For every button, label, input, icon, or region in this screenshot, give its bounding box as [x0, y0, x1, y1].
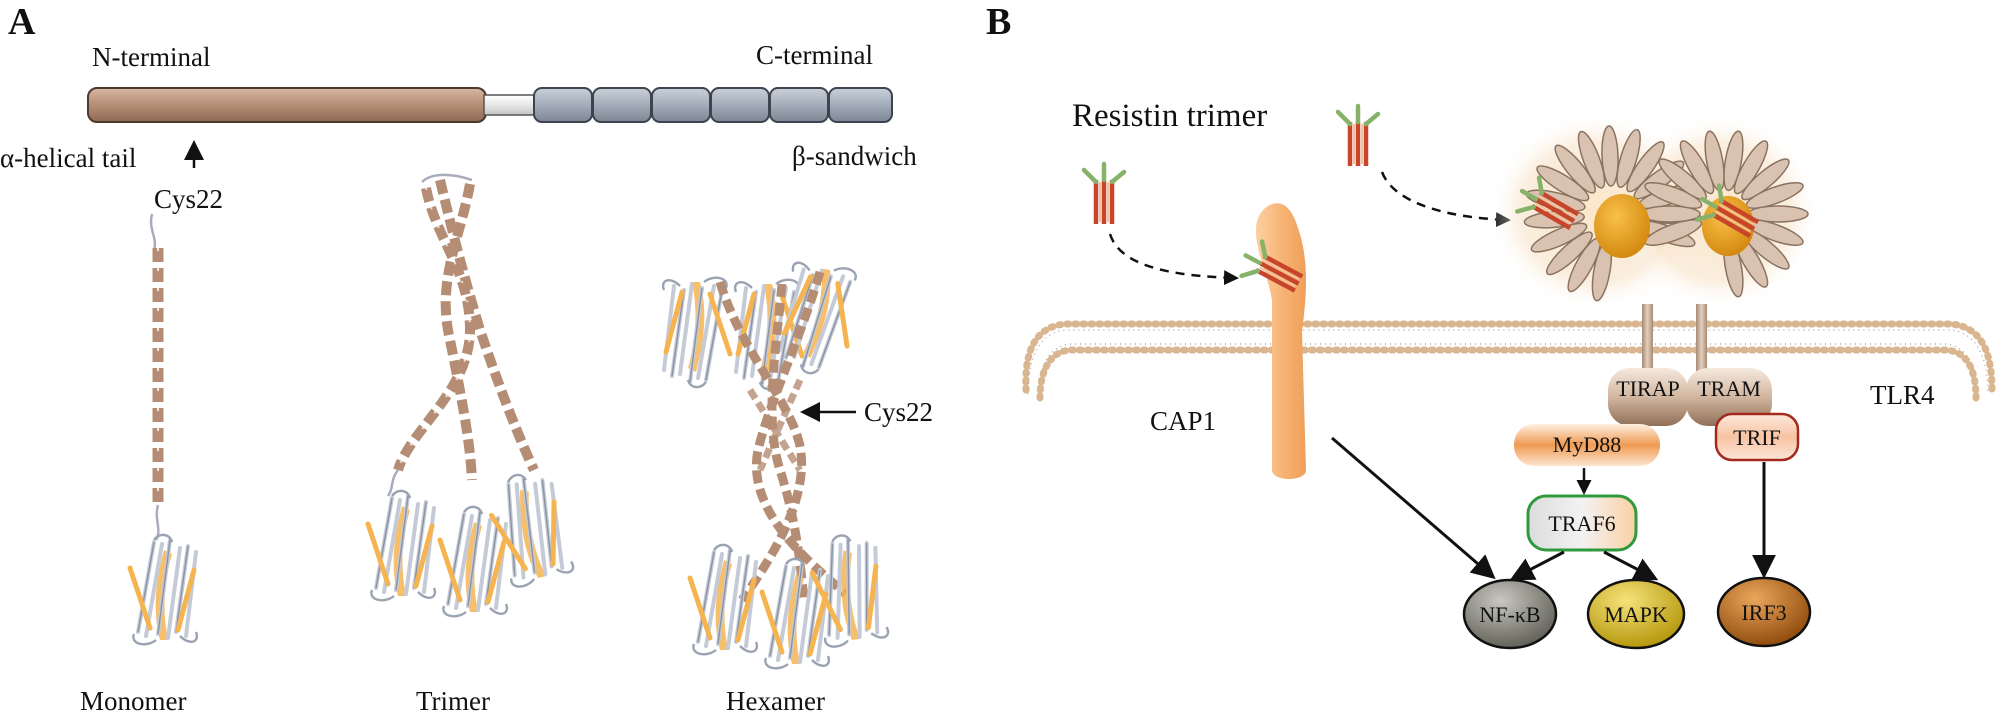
cell-membrane — [1022, 320, 1996, 402]
tlr4-transmembrane-left — [1642, 304, 1653, 400]
resistin-trimer-label: Resistin trimer — [1072, 98, 1267, 134]
panel-a: A N-terminal C-terminal α-helical tail β… — [0, 1, 933, 716]
hexamer-label: Hexamer — [726, 686, 825, 716]
myd88-label: MyD88 — [1553, 432, 1621, 457]
c-terminal-label: C-terminal — [756, 40, 873, 70]
linker-region — [483, 94, 537, 116]
traf6-to-nfkb-arrow — [1509, 550, 1565, 581]
lrr-petal — [1644, 182, 1703, 209]
trimer-structure — [368, 173, 575, 616]
beta-sandwich-label: β-sandwich — [792, 141, 917, 171]
tirap-label: TIRAP — [1616, 376, 1680, 401]
traf6-to-mapk-arrow — [1603, 550, 1659, 581]
lrr-petal — [1545, 231, 1593, 276]
tram-label: TRAM — [1697, 376, 1761, 401]
hexamer-structure — [663, 259, 889, 668]
panel-b: B Resistin trimer CAP1 — [986, 1, 1996, 650]
lrr-petal — [1577, 130, 1606, 189]
monomer-structure — [130, 213, 197, 644]
tlr4-transmembrane-right — [1696, 304, 1707, 400]
tram-node: TRAM — [1686, 368, 1772, 426]
cys22-label-hexamer: Cys22 — [864, 397, 933, 427]
trif-label: TRIF — [1733, 425, 1781, 450]
cap1-to-nfkb-arrow — [1331, 436, 1496, 580]
nfkb-node: NF-κB — [1462, 578, 1558, 650]
resistin-trimer-free-left — [1084, 164, 1124, 224]
beta-sandwich-domain — [533, 87, 893, 123]
lrr-petal — [1679, 140, 1715, 195]
traf6-label: TRAF6 — [1548, 511, 1615, 536]
trif-node: TRIF — [1714, 412, 1800, 462]
mapk-label: MAPK — [1604, 602, 1668, 627]
trimer-label: Trimer — [416, 686, 490, 716]
n-terminal-label: N-terminal — [92, 42, 210, 72]
lrr-petal — [1626, 141, 1665, 193]
lrr-petal — [1554, 144, 1596, 194]
myd88-node: MyD88 — [1514, 424, 1660, 466]
lrr-petal — [1733, 140, 1769, 195]
lrr-petal — [1723, 130, 1744, 192]
resistin-trimer-free-right — [1338, 106, 1378, 166]
tlr4-label: TLR4 — [1870, 380, 1935, 410]
lrr-petal — [1616, 128, 1641, 188]
binding-arrow-cap1 — [1108, 233, 1239, 286]
mapk-node: MAPK — [1586, 578, 1686, 650]
lrr-petal — [1741, 158, 1790, 201]
cys22-label-top: Cys22 — [154, 184, 223, 214]
alpha-helical-domain — [87, 87, 487, 123]
irf3-node: IRF3 — [1716, 576, 1812, 648]
traf6-node: TRAF6 — [1526, 494, 1638, 552]
tirap-node: TIRAP — [1608, 368, 1688, 426]
lrr-petal — [1530, 222, 1588, 253]
ligand-pocket-left — [1594, 194, 1650, 258]
panel-b-letter: B — [986, 1, 1011, 43]
nfkb-label: NF-κB — [1479, 602, 1540, 627]
tlr4-dimer — [1488, 112, 1820, 400]
monomer-label: Monomer — [80, 686, 186, 716]
lrr-petal — [1601, 125, 1619, 187]
lrr-petal — [1536, 165, 1590, 202]
panel-a-letter: A — [8, 1, 36, 43]
domain-bar — [87, 87, 893, 123]
irf3-label: IRF3 — [1741, 600, 1786, 625]
cap1-label: CAP1 — [1150, 406, 1216, 436]
alpha-helical-tail-label: α-helical tail — [0, 143, 136, 173]
